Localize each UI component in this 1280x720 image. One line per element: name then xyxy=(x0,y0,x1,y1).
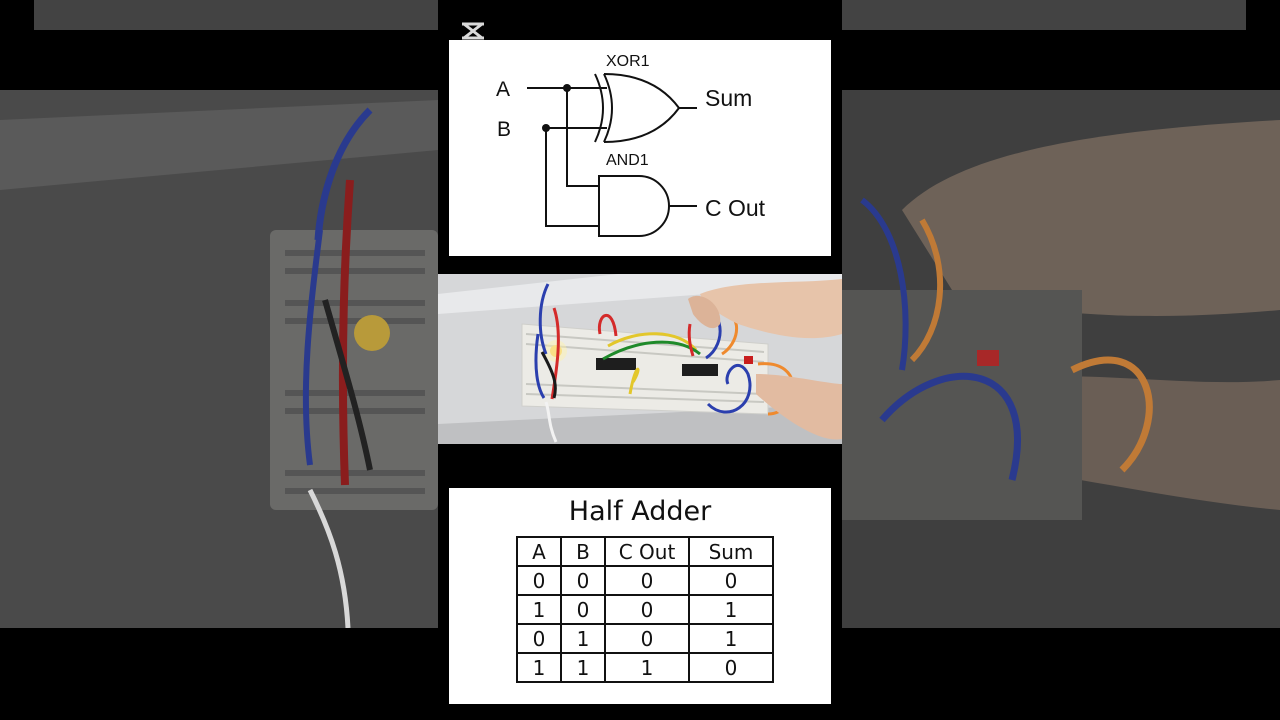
breadboard-photo xyxy=(438,274,842,444)
carry-output-label: C Out xyxy=(705,195,766,221)
table-cell: 1 xyxy=(516,594,562,625)
column-header-sum: Sum xyxy=(688,536,774,567)
half-adder-schematic: XOR1 AND1 A B Sum C Out xyxy=(449,40,831,256)
and-gate-label: AND1 xyxy=(606,152,649,169)
truth-table-header-row: A B C Out Sum xyxy=(516,536,774,567)
table-cell: 1 xyxy=(560,623,606,654)
table-cell: 0 xyxy=(688,652,774,683)
sum-output-label: Sum xyxy=(705,85,752,111)
table-cell: 0 xyxy=(604,623,690,654)
top-bar-right xyxy=(842,0,1246,30)
table-cell: 1 xyxy=(688,623,774,654)
breadboard-circuit-photo xyxy=(438,274,842,444)
table-cell: 0 xyxy=(516,565,562,596)
table-cell: 0 xyxy=(560,565,606,596)
table-cell: 0 xyxy=(688,565,774,596)
truth-table: A B C Out Sum 0 0 0 0 1 0 0 1 0 1 0 xyxy=(516,536,774,683)
breadboard-hands-right xyxy=(842,90,1280,628)
truth-table-card: Half Adder A B C Out Sum 0 0 0 0 1 0 0 1 xyxy=(449,488,831,704)
table-cell: 1 xyxy=(516,652,562,683)
capcut-logo-icon xyxy=(462,22,484,40)
table-row: 1 0 0 1 xyxy=(516,594,774,625)
column-header-a: A xyxy=(516,536,562,567)
table-cell: 0 xyxy=(560,594,606,625)
table-cell: 0 xyxy=(604,594,690,625)
truth-table-title: Half Adder xyxy=(568,496,712,527)
table-row: 1 1 1 0 xyxy=(516,652,774,683)
table-cell: 1 xyxy=(560,652,606,683)
xor-gate-label: XOR1 xyxy=(606,53,650,70)
input-b-label: B xyxy=(497,118,511,141)
top-bar-left xyxy=(34,0,438,30)
logic-diagram: XOR1 AND1 A B Sum C Out xyxy=(496,53,766,237)
column-header-b: B xyxy=(560,536,606,567)
table-row: 0 0 0 0 xyxy=(516,565,774,596)
breadboard-closeup-left xyxy=(0,90,438,628)
input-a-label: A xyxy=(496,78,510,101)
table-cell: 0 xyxy=(516,623,562,654)
background-photo-right xyxy=(842,90,1280,628)
background-photo-left xyxy=(0,90,438,628)
table-row: 0 1 0 1 xyxy=(516,623,774,654)
table-cell: 0 xyxy=(604,565,690,596)
table-cell: 1 xyxy=(604,652,690,683)
table-cell: 1 xyxy=(688,594,774,625)
column-header-carry: C Out xyxy=(604,536,690,567)
